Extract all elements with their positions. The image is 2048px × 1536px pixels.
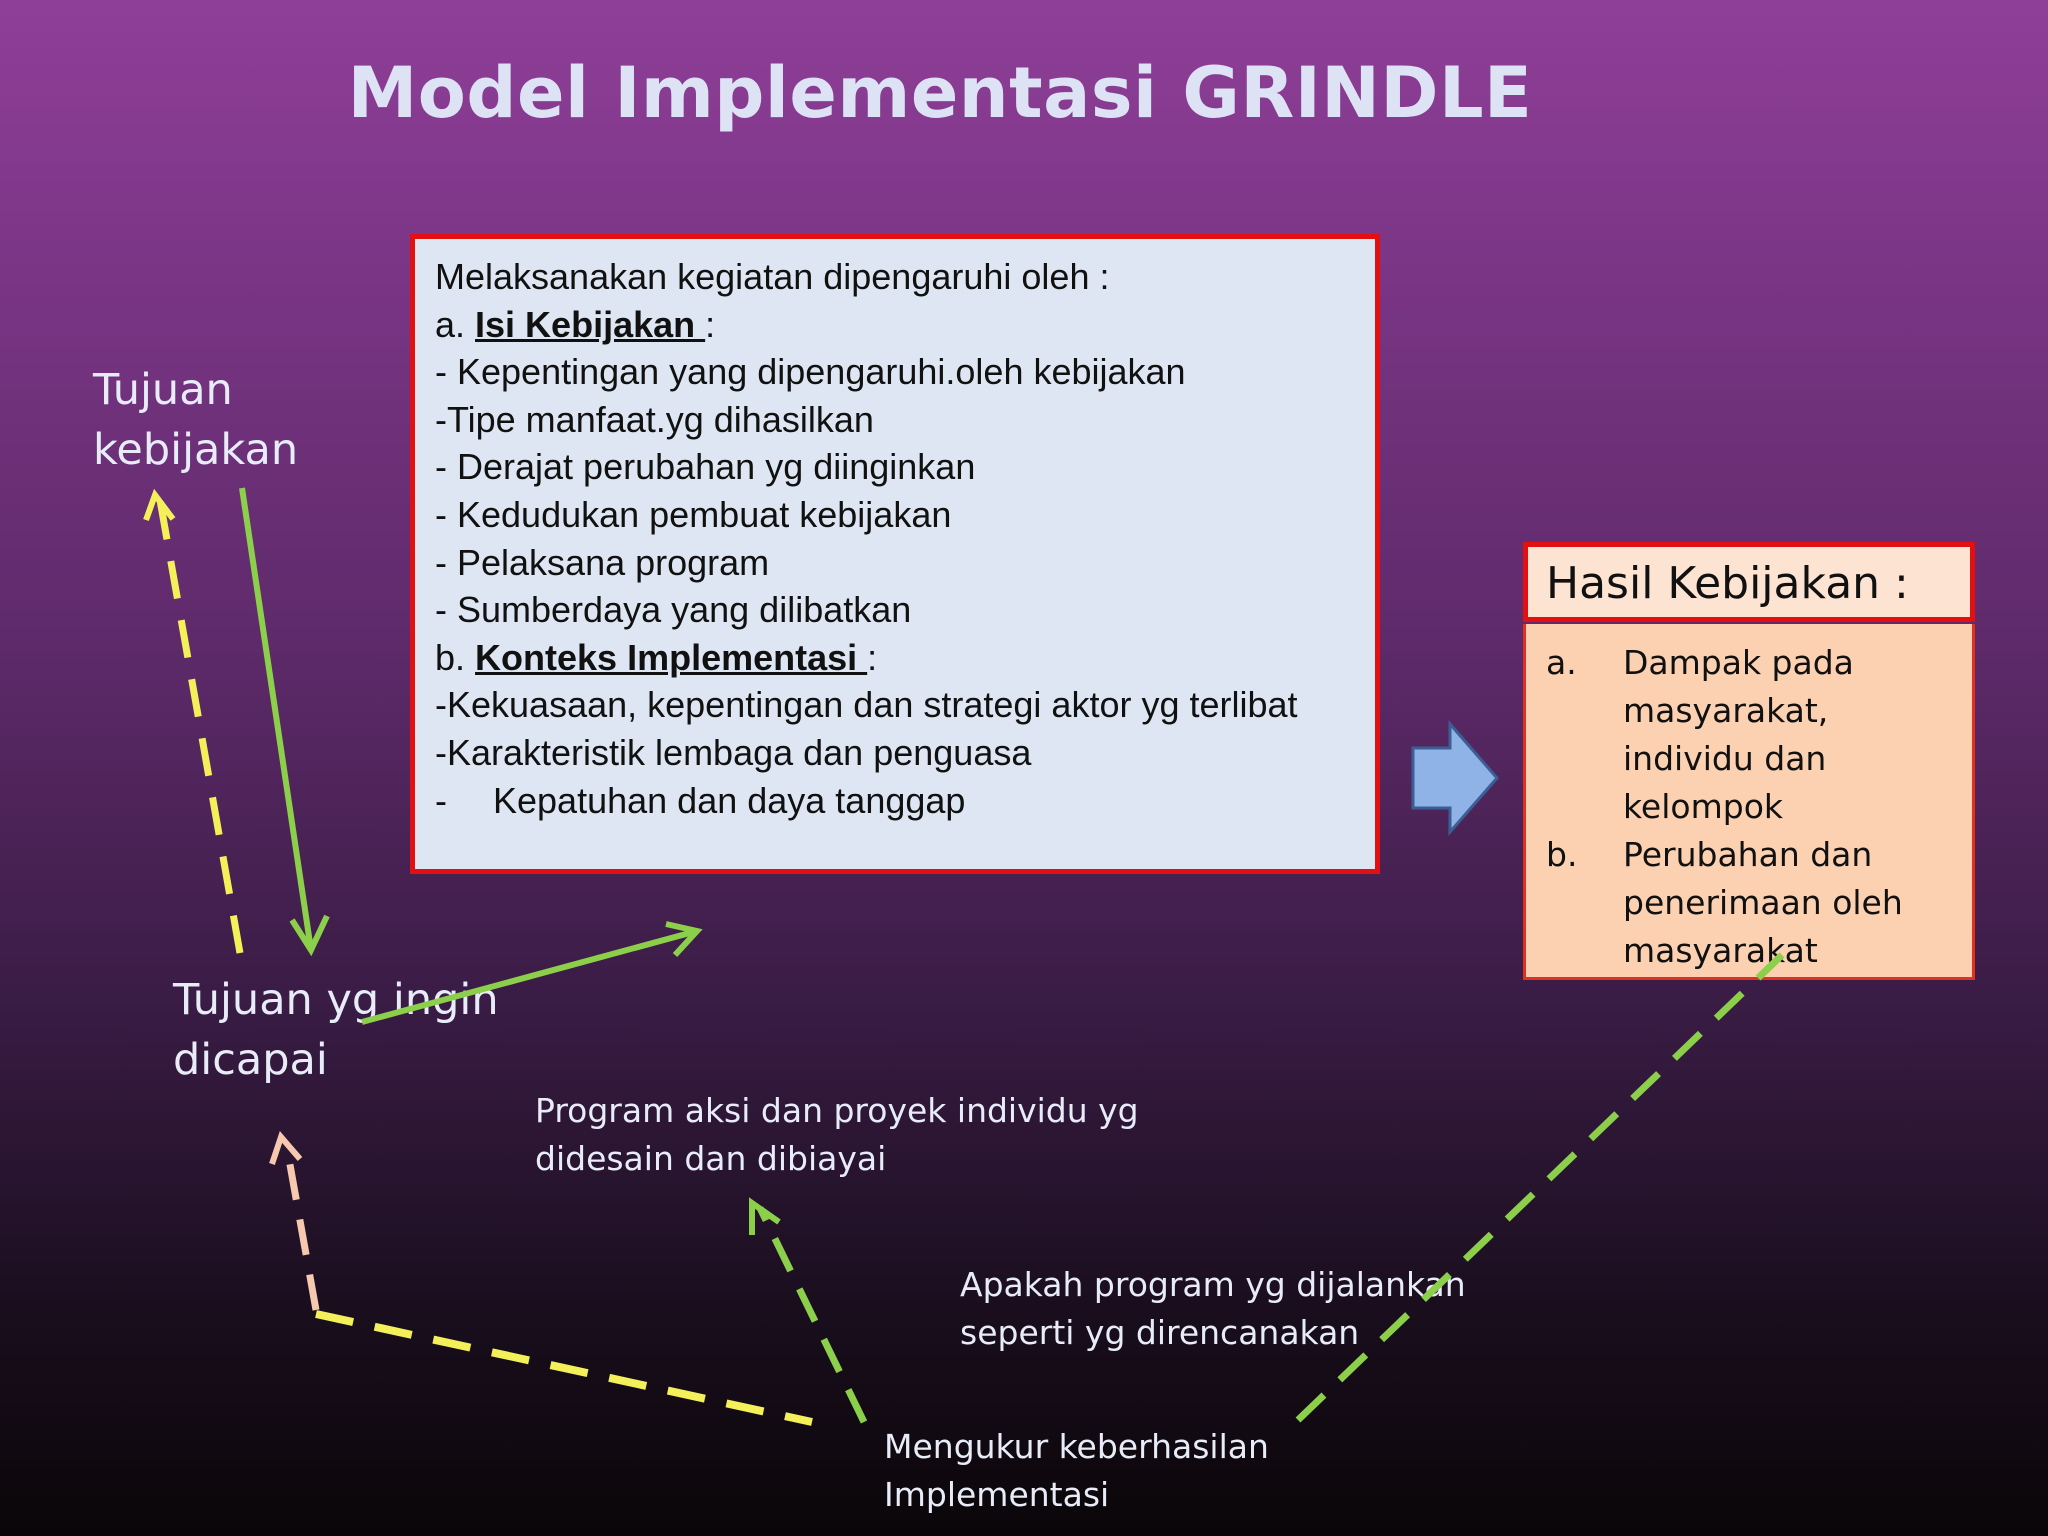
hasil-kebijakan-heading: Hasil Kebijakan : bbox=[1523, 542, 1975, 622]
arrow-solid-down bbox=[239, 487, 314, 951]
label-line: Program aksi dan proyek individu yg bbox=[535, 1091, 1139, 1130]
label-tujuan-ingin-dicapai: Tujuan yg ingin dicapai bbox=[173, 970, 499, 1090]
section-a-colon: : bbox=[705, 303, 716, 345]
label-tujuan-kebijakan: Tujuan kebijakan bbox=[93, 360, 298, 480]
arrow-solid-up-right bbox=[361, 928, 698, 1025]
label-apakah-program: Apakah program yg dijalankan seperti yg … bbox=[960, 1261, 1466, 1357]
list-item: - Pelaksana program bbox=[435, 541, 770, 583]
label-line: Implementasi bbox=[884, 1475, 1110, 1514]
arrow-dashed-up bbox=[156, 499, 244, 954]
section-b-colon: : bbox=[867, 636, 878, 678]
list-item: - Kedudukan pembuat kebijakan bbox=[435, 493, 952, 535]
list-item-text: Dampak pada masyarakat, individu dan kel… bbox=[1623, 643, 1854, 826]
section-a-prefix: a. bbox=[435, 303, 476, 345]
list-item: - Kepatuhan dan daya tanggap bbox=[435, 777, 1355, 825]
konteks-implementasi-heading: Konteks Implementasi bbox=[475, 636, 868, 678]
arrow-dashed-hasil bbox=[1295, 952, 1785, 1423]
arrow-dashed-peach bbox=[283, 1147, 320, 1311]
dash-marker: - bbox=[435, 779, 447, 821]
list-item: -Karakteristik lembaga dan penguasa bbox=[435, 731, 1032, 773]
label-program-aksi: Program aksi dan proyek individu yg dide… bbox=[535, 1087, 1139, 1183]
arrow-dashed-bottom bbox=[315, 1310, 813, 1426]
arrowhead-icon bbox=[269, 1131, 303, 1165]
arrowhead-icon bbox=[143, 488, 176, 522]
section-b-prefix: b. bbox=[435, 636, 476, 678]
arrowhead-icon bbox=[289, 914, 330, 957]
implementation-factors-box: Melaksanakan kegiatan dipengaruhi oleh :… bbox=[410, 234, 1380, 874]
section-a-heading: a. Isi Kebijakan : bbox=[435, 301, 1355, 349]
list-item: - Kepentingan yang dipengaruhi.oleh kebi… bbox=[435, 351, 1186, 393]
arrow-dashed-program bbox=[756, 1206, 868, 1424]
label-line: Mengukur keberhasilan bbox=[884, 1427, 1269, 1466]
list-item: -Tipe manfaat.yg dihasilkan bbox=[435, 398, 874, 440]
isi-kebijakan-heading: Isi Kebijakan bbox=[475, 303, 706, 345]
label-line: Apakah program yg dijalankan bbox=[960, 1265, 1466, 1304]
label-line: kebijakan bbox=[93, 425, 299, 475]
list-item: -Kekuasaan, kepentingan dan strategi akt… bbox=[435, 684, 1298, 726]
list-item-text: Kepatuhan dan daya tanggap bbox=[493, 779, 966, 821]
list-marker: b. bbox=[1546, 835, 1578, 874]
hasil-kebijakan-list: a. Dampak pada masyarakat, individu dan … bbox=[1523, 624, 1975, 980]
label-line: seperti yg direncanakan bbox=[960, 1313, 1360, 1352]
arrowhead-icon bbox=[749, 1197, 781, 1235]
label-line: didesain dan dibiayai bbox=[535, 1139, 887, 1178]
section-b-heading: b. Konteks Implementasi : bbox=[435, 634, 1355, 682]
arrowhead-icon bbox=[665, 921, 703, 958]
list-item: b. Perubahan dan penerimaan oleh masyara… bbox=[1546, 831, 1972, 975]
list-item: - Sumberdaya yang dilibatkan bbox=[435, 589, 912, 631]
list-marker: a. bbox=[1546, 643, 1577, 682]
label-mengukur: Mengukur keberhasilan Implementasi bbox=[884, 1423, 1269, 1519]
list-item-text: Perubahan dan penerimaan oleh masyarakat bbox=[1623, 835, 1903, 970]
list-item: a. Dampak pada masyarakat, individu dan … bbox=[1546, 639, 1972, 831]
box-intro: Melaksanakan kegiatan dipengaruhi oleh : bbox=[435, 256, 1110, 297]
list-item: - Derajat perubahan yg diinginkan bbox=[435, 446, 976, 488]
label-line: dicapai bbox=[173, 1035, 328, 1085]
block-arrow-right-icon bbox=[1411, 719, 1499, 837]
page-title: Model Implementasi GRINDLE bbox=[347, 52, 1533, 134]
label-line: Tujuan bbox=[93, 365, 233, 415]
